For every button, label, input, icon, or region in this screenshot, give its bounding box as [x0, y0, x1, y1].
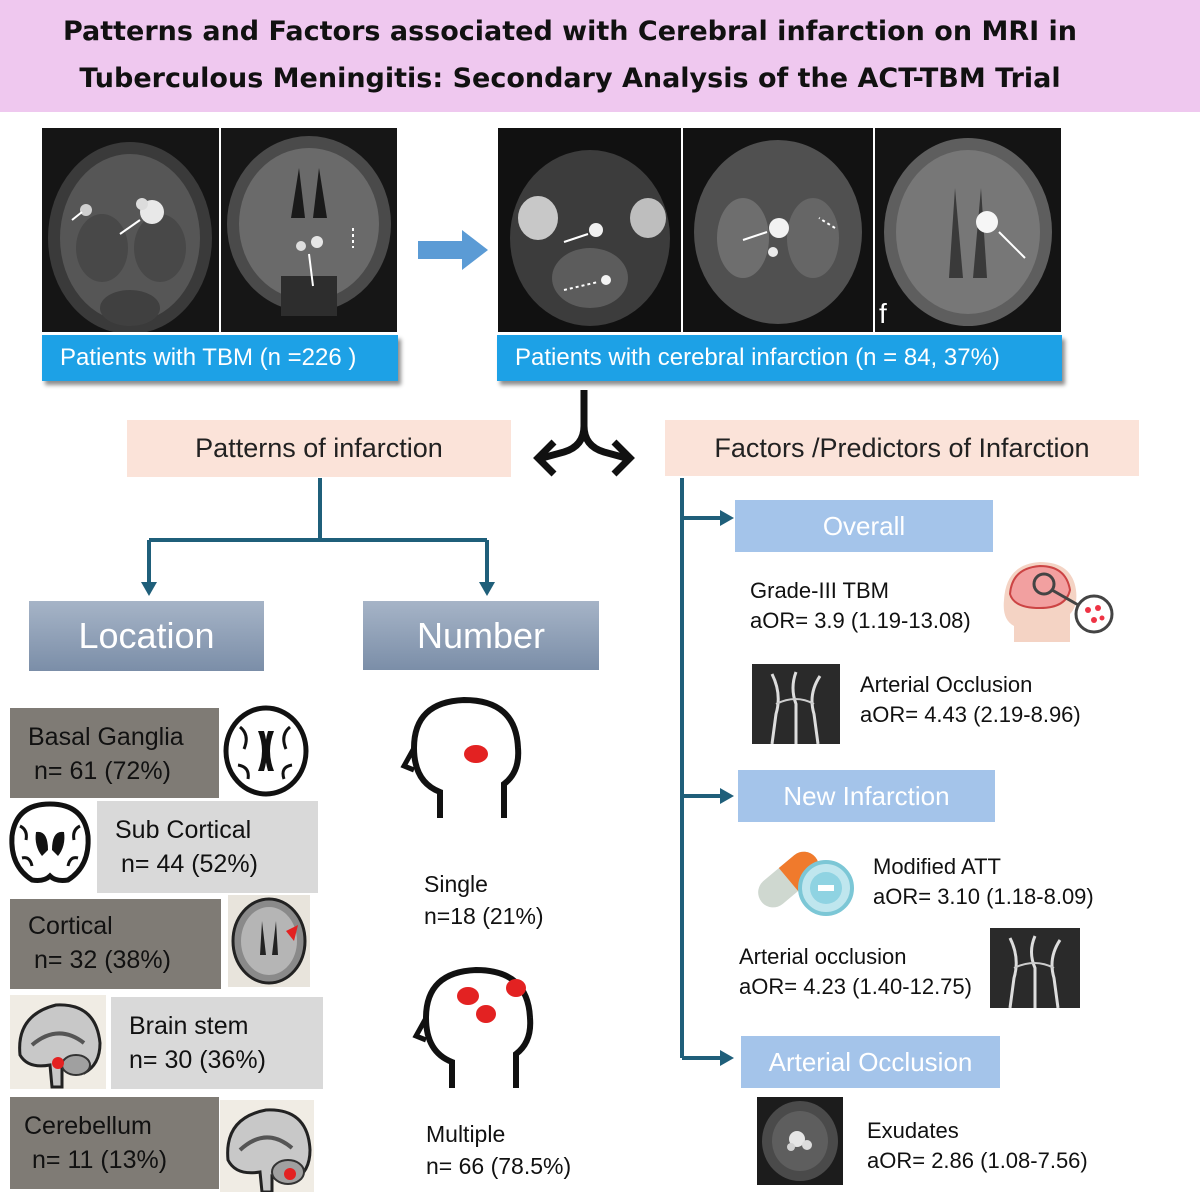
- title-line-2: Tuberculous Meningitis: Secondary Analys…: [79, 63, 1061, 94]
- factor-value: aOR= 3.10 (1.18-8.09): [873, 884, 1094, 909]
- head-single-lesion-icon: [400, 696, 522, 818]
- mri-axial-contrast-image: [42, 128, 219, 332]
- factor-value: aOR= 4.23 (1.40-12.75): [739, 974, 972, 999]
- location-value: n= 30 (36%): [129, 1046, 266, 1074]
- angiogram-thumbnail-icon: [752, 664, 840, 744]
- factor-exudates: Exudates aOR= 2.86 (1.08-7.56): [867, 1116, 1088, 1176]
- angiogram-thumbnail-icon: [990, 928, 1080, 1008]
- number-value: n= 66 (78.5%): [426, 1153, 572, 1179]
- location-name: Brain stem: [129, 1012, 249, 1040]
- location-cerebellum: Cerebellum n= 11 (13%): [10, 1097, 219, 1189]
- number-name: Multiple: [426, 1121, 506, 1147]
- factor-modified-att: Modified ATT aOR= 3.10 (1.18-8.09): [873, 852, 1094, 912]
- location-name: Cortical: [28, 912, 113, 940]
- number-multiple: Multiple n= 66 (78.5%): [426, 1118, 571, 1182]
- location-name: Sub Cortical: [115, 816, 252, 844]
- factor-name: Exudates: [867, 1118, 959, 1143]
- brain-sagittal-brainstem-icon: [10, 995, 106, 1089]
- factor-name: Grade-III TBM: [750, 578, 889, 603]
- location-cortical: Cortical n= 32 (38%): [10, 899, 221, 989]
- panel-label-f: f: [879, 298, 887, 329]
- location-sub-cortical: Sub Cortical n= 44 (52%): [97, 801, 318, 893]
- medication-pill-icon: [758, 851, 854, 916]
- mri-dwi-pons-image: e: [498, 128, 681, 332]
- location-value: n= 32 (38%): [34, 946, 171, 974]
- factors-connector: [680, 478, 734, 1066]
- patterns-heading: Patterns of infarction: [127, 420, 511, 477]
- factor-value: aOR= 3.9 (1.19-13.08): [750, 608, 971, 633]
- title-line-1: Patterns and Factors associated with Cer…: [62, 16, 1078, 47]
- factor-name: Arterial occlusion: [739, 944, 907, 969]
- patients-infarction-label: Patients with cerebral infarction (n = 8…: [497, 335, 1062, 381]
- location-value: n= 11 (13%): [32, 1146, 168, 1174]
- factor-group-overall: Overall: [735, 500, 993, 552]
- factor-value: aOR= 4.43 (2.19-8.96): [860, 702, 1081, 727]
- location-value: n= 44 (52%): [121, 850, 258, 878]
- patterns-connector: [141, 478, 495, 596]
- mri-coronal-contrast-image: [221, 128, 397, 332]
- brain-axial-cortical-icon: [228, 895, 310, 987]
- patients-tbm-label: Patients with TBM (n =226 ): [42, 335, 398, 381]
- factors-heading: Factors /Predictors of Infarction: [665, 420, 1139, 476]
- branch-split-icon: [533, 390, 635, 477]
- factor-group-arterial-occlusion: Arterial Occlusion: [741, 1036, 1000, 1088]
- factor-name: Arterial Occlusion: [860, 672, 1033, 697]
- factor-arterial-occlusion-new: Arterial occlusion aOR= 4.23 (1.40-12.75…: [739, 942, 972, 1002]
- location-label: Location: [29, 601, 264, 671]
- number-name: Single: [424, 871, 488, 897]
- location-basal-ganglia: Basal Ganglia n= 61 (72%): [10, 708, 219, 798]
- title-banner: Patterns and Factors associated with Cer…: [0, 0, 1200, 112]
- number-label: Number: [363, 601, 599, 670]
- location-value: n= 61 (72%): [34, 757, 171, 785]
- factor-arterial-occlusion-overall: Arterial Occlusion aOR= 4.43 (2.19-8.96): [860, 670, 1081, 730]
- location-brain-stem: Brain stem n= 30 (36%): [111, 997, 323, 1089]
- number-value: n=18 (21%): [424, 903, 544, 929]
- mri-exudates-thumbnail-icon: [757, 1097, 843, 1185]
- factor-group-new-infarction: New Infarction: [738, 770, 995, 822]
- brain-axial-basal-ganglia-icon: [223, 705, 309, 797]
- factor-value: aOR= 2.86 (1.08-7.56): [867, 1148, 1088, 1173]
- right-arrow-icon: [418, 230, 488, 270]
- factor-grade-iii-tbm: Grade-III TBM aOR= 3.9 (1.19-13.08): [750, 576, 971, 636]
- brain-coronal-subcortical-icon: [9, 801, 91, 883]
- location-name: Basal Ganglia: [28, 723, 184, 751]
- head-multiple-lesions-icon: [412, 966, 534, 1088]
- number-single: Single n=18 (21%): [424, 868, 544, 932]
- mri-dwi-midbrain-image: [683, 128, 873, 332]
- mri-dwi-basal-ganglia-image: f: [875, 128, 1061, 332]
- factor-name: Modified ATT: [873, 854, 1001, 879]
- head-brain-infection-icon: [1003, 562, 1114, 642]
- brain-sagittal-cerebellum-icon: [220, 1100, 314, 1192]
- location-name: Cerebellum: [24, 1112, 152, 1140]
